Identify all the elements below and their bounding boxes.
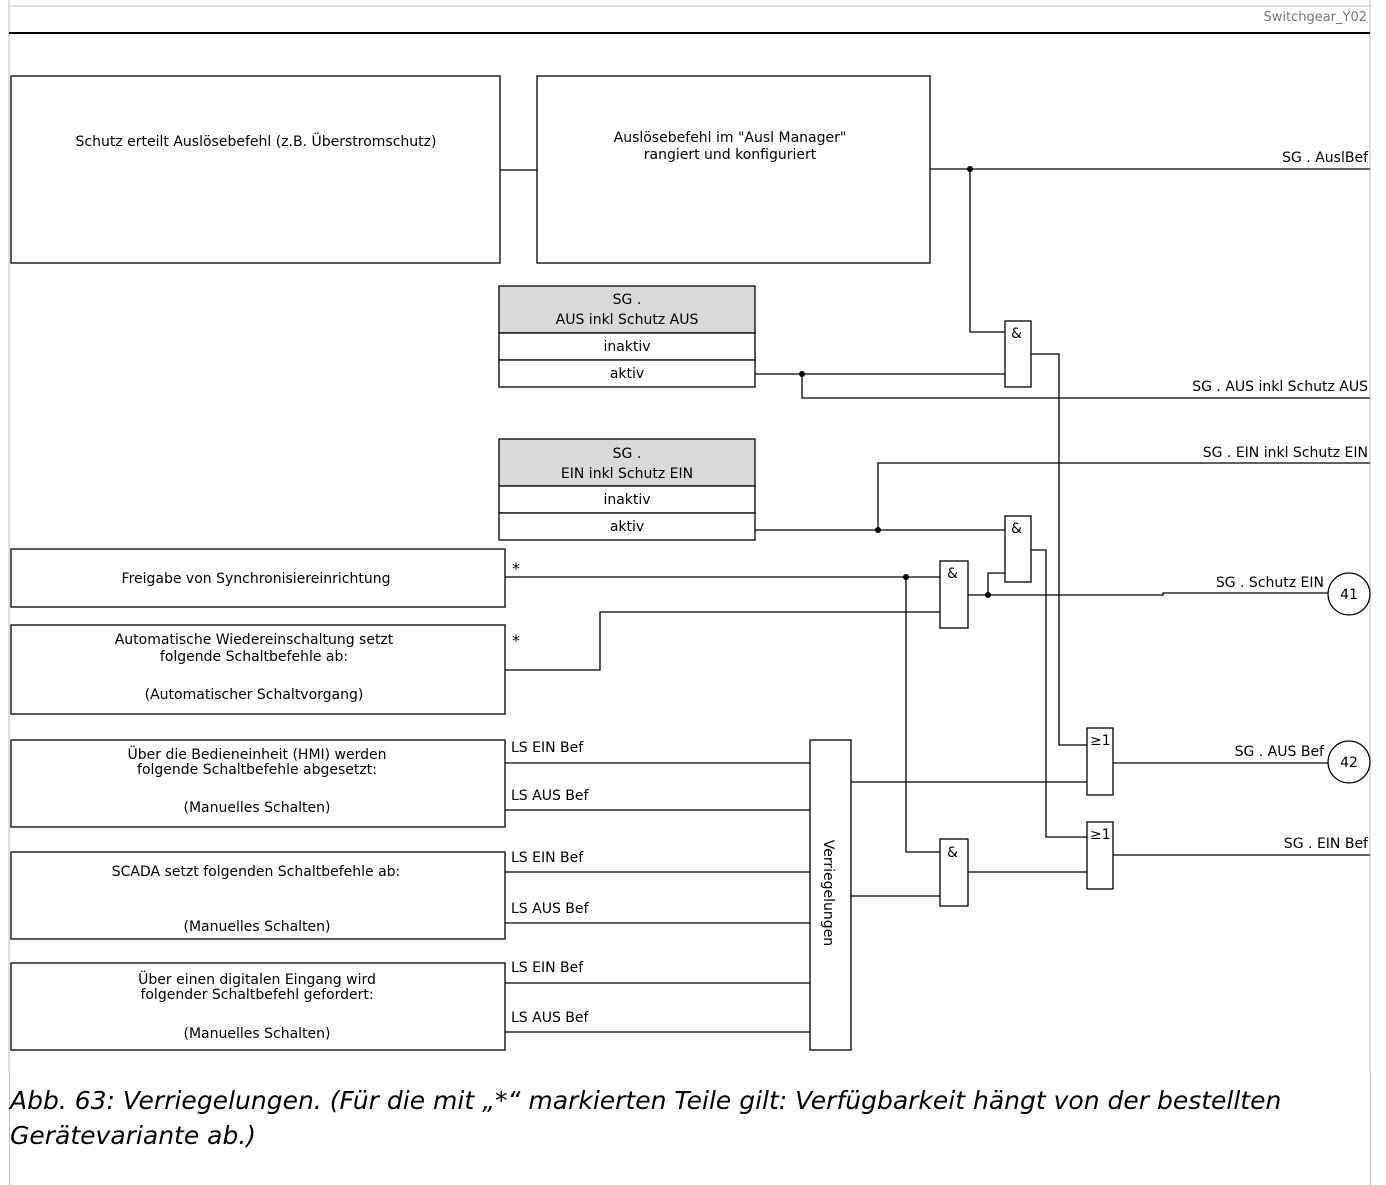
and-gate-close-protection-symbol: & xyxy=(1011,521,1022,537)
hmi-ls-ein-label: LS EIN Bef xyxy=(511,740,584,756)
trip-manager-label-line2: rangiert und konfiguriert xyxy=(644,147,817,163)
scada-line3: (Manuelles Schalten) xyxy=(184,919,331,935)
hmi-ls-aus-label: LS AUS Bef xyxy=(511,788,590,804)
scada-ls-ein-label: LS EIN Bef xyxy=(511,850,584,866)
frame-left-lower xyxy=(9,1072,10,1185)
junction-dots xyxy=(799,166,991,598)
and-gate-trip: & xyxy=(1004,320,1032,388)
output-ein-inkl-schutz-ein: SG . EIN inkl Schutz EIN xyxy=(1203,445,1368,461)
auto-reclose-asterisk: * xyxy=(512,631,520,650)
and-gate-close-protection: & xyxy=(1004,515,1032,583)
and-gate-trip-symbol: & xyxy=(1011,326,1022,342)
trip-manager-label-line1: Auslösebefehl im "Ausl Manager" xyxy=(614,130,847,146)
hmi-line1: Über die Bedieneinheit (HMI) werden xyxy=(127,745,386,763)
or-gate-close-symbol: ≥1 xyxy=(1090,827,1111,843)
output-aus-inkl-schutz-aus: SG . AUS inkl Schutz AUS xyxy=(1192,379,1368,395)
auto-reclose-line3: (Automatischer Schaltvorgang) xyxy=(145,687,364,703)
trip-manager-block xyxy=(536,75,931,264)
diagram-code: Switchgear_Y02 xyxy=(1263,10,1367,25)
ref-marker-42-label: 42 xyxy=(1340,755,1358,771)
setting-ein-title-line2: EIN inkl Schutz EIN xyxy=(561,466,693,482)
setting-aus-option-inaktiv: inaktiv xyxy=(603,339,650,355)
figure-caption: Abb. 63: Verriegelungen. (Für die mit „*… xyxy=(10,1086,1282,1150)
setting-ein-inkl-schutz-ein: SG . EIN inkl Schutz EIN inaktiv aktiv xyxy=(498,438,756,541)
setting-ein-title-line1: SG . xyxy=(613,446,642,462)
digital-input-ls-ein-label: LS EIN Bef xyxy=(511,960,584,976)
or-gate-open-symbol: ≥1 xyxy=(1090,733,1111,749)
interlocking-label: Verriegelungen xyxy=(820,840,836,946)
scada-line1: SCADA setzt folgenden Schaltbefehle ab: xyxy=(112,864,401,880)
and-gate-sync-symbol: & xyxy=(947,566,958,582)
setting-aus-inkl-schutz-aus: SG . AUS inkl Schutz AUS inaktiv aktiv xyxy=(498,285,756,388)
digital-input-ls-aus-label: LS AUS Bef xyxy=(511,1010,590,1026)
output-schutz-ein: SG . Schutz EIN xyxy=(1216,575,1324,591)
setting-ein-option-aktiv: aktiv xyxy=(610,519,644,535)
hmi-block xyxy=(10,739,506,828)
output-aus-bef: SG . AUS Bef xyxy=(1235,744,1325,760)
scada-block xyxy=(10,851,506,940)
and-gate-interlock-symbol: & xyxy=(947,845,958,861)
digital-input-line3: (Manuelles Schalten) xyxy=(184,1026,331,1042)
protection-trip-label: Schutz erteilt Auslösebefehl (z.B. Übers… xyxy=(76,132,437,150)
digital-input-line2: folgender Schaltbefehl gefordert: xyxy=(140,987,373,1003)
setting-aus-title-line2: AUS inkl Schutz AUS xyxy=(556,312,699,328)
interlocking-logic-diagram: Switchgear_Y02 xyxy=(8,0,1371,1072)
hmi-line3: (Manuelles Schalten) xyxy=(184,800,331,816)
ref-marker-41: 41 xyxy=(1327,572,1371,616)
ref-marker-41-label: 41 xyxy=(1340,587,1358,603)
auto-reclose-block xyxy=(10,624,506,715)
hmi-line2: folgende Schaltbefehle abgesetzt: xyxy=(137,762,377,778)
or-gate-open: ≥1 xyxy=(1086,727,1114,796)
output-ausl-bef: SG . AuslBef xyxy=(1282,150,1369,166)
or-gate-close: ≥1 xyxy=(1086,821,1114,890)
sync-release-block xyxy=(10,548,506,608)
digital-input-block xyxy=(10,962,506,1051)
protection-trip-block xyxy=(10,75,501,264)
and-gate-interlock: & xyxy=(939,838,969,907)
output-ein-bef: SG . EIN Bef xyxy=(1284,836,1369,852)
auto-reclose-line2: folgende Schaltbefehle ab: xyxy=(160,649,348,665)
setting-aus-option-aktiv: aktiv xyxy=(610,366,644,382)
frame-right-lower xyxy=(1370,1072,1371,1185)
interlocking-block xyxy=(809,739,852,1051)
wires xyxy=(500,168,1370,1033)
scada-ls-aus-label: LS AUS Bef xyxy=(511,901,590,917)
ref-marker-42: 42 xyxy=(1327,740,1371,784)
and-gate-sync: & xyxy=(939,560,969,629)
auto-reclose-line1: Automatische Wiedereinschaltung setzt xyxy=(115,632,394,648)
sync-release-asterisk: * xyxy=(512,559,520,578)
sync-release-label: Freigabe von Synchronisiereinrichtung xyxy=(122,571,391,587)
setting-aus-title-line1: SG . xyxy=(613,292,642,308)
setting-ein-option-inaktiv: inaktiv xyxy=(603,492,650,508)
digital-input-line1: Über einen digitalen Eingang wird xyxy=(138,970,376,988)
